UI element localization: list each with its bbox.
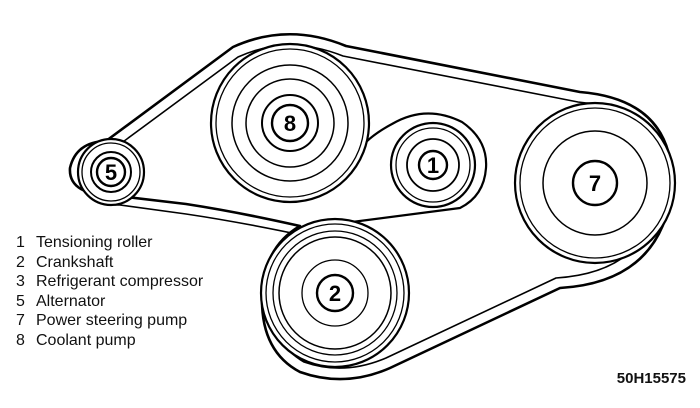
legend-item: 5 Alternator: [16, 292, 203, 312]
pulley-number-label: 8: [284, 111, 296, 136]
legend-text: Coolant pump: [36, 331, 136, 349]
legend-number: 5: [16, 292, 25, 310]
legend-number: 1: [16, 234, 25, 251]
legend-text: Refrigerant compressor: [36, 273, 204, 290]
legend-text: Alternator: [36, 292, 106, 310]
belt-inner-run: [351, 112, 488, 224]
legend-text: Crankshaft: [36, 253, 114, 271]
pulley-tensioning-roller: 1: [389, 121, 477, 209]
pulley-number-label: 1: [427, 153, 439, 178]
legend-number: 3: [16, 273, 25, 290]
legend-text: Tensioning roller: [36, 234, 153, 251]
pulley-power-steering-pump: 7: [513, 101, 677, 265]
legend-item: 7 Power steering pump: [16, 311, 203, 331]
pulley-number-label: 7: [589, 171, 601, 196]
component-legend: 1 Tensioning roller 2 Crankshaft 3 Refriger…: [16, 233, 203, 350]
legend-text: Power steering pump: [36, 312, 188, 329]
pulley-number-label: 2: [329, 281, 341, 306]
legend-item: 8 Coolant pump: [16, 331, 203, 351]
pulley-crankshaft: 2: [259, 217, 411, 369]
pulley-coolant-pump: 8: [209, 42, 371, 204]
legend-number: 8: [16, 331, 25, 349]
legend-number: 2: [16, 253, 25, 271]
pulley-number-label: 5: [105, 160, 117, 185]
legend-item: 3 Refrigerant compressor: [16, 272, 203, 292]
legend-item: 1 Tensioning roller: [16, 233, 203, 253]
legend-item: 2 Crankshaft: [16, 253, 203, 273]
legend-number: 7: [16, 312, 25, 329]
figure-id: 50H15575: [616, 370, 686, 387]
pulley-alternator: 5: [76, 137, 146, 207]
